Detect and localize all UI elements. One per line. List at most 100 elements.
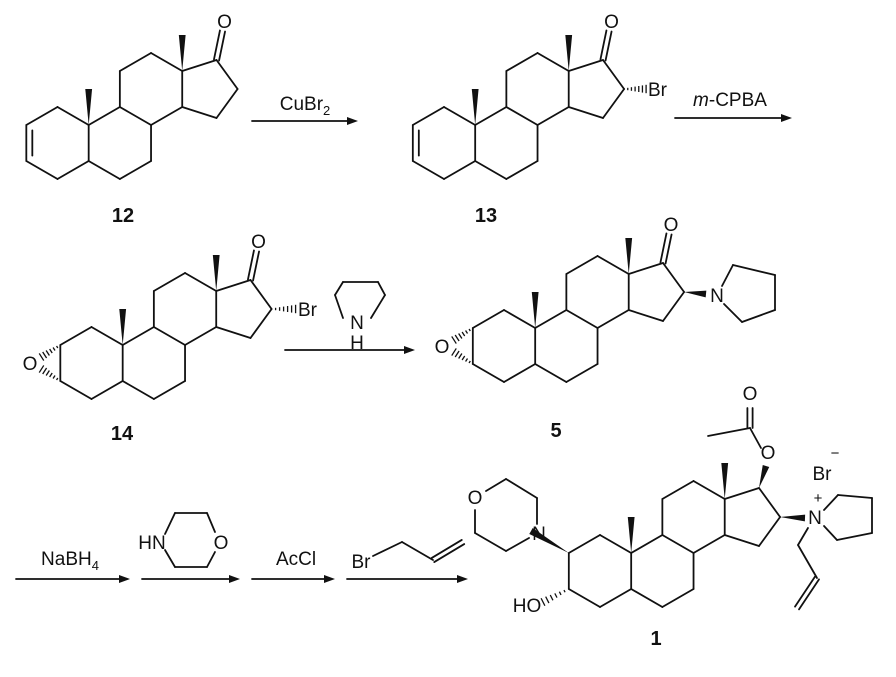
c1-c19-methyl-wedge [627, 517, 635, 553]
c5-ring-a-bond [471, 363, 505, 383]
c13-ring-b-bond [505, 160, 539, 180]
reagent-cubr2: CuBr2 [280, 94, 331, 118]
c5-ring-c-bond [565, 255, 599, 275]
c1-pyrrolidinium-bond [837, 494, 873, 499]
c5-ring-c-bond [596, 255, 630, 275]
c5-epoxide-hashed-bond [451, 336, 457, 344]
c5-ring-a-bond [471, 309, 505, 329]
c12-ring-a-bond [56, 160, 90, 180]
arrow-step6-head [324, 575, 335, 583]
c1-hydroxyl-hashed-bond [558, 591, 562, 596]
compound-label-14: 14 [111, 423, 134, 445]
c1-ring-b-bond [661, 534, 695, 554]
c5-pyrrolidine-nitrogen: N [710, 286, 724, 307]
c12-c18-methyl-wedge [178, 35, 186, 71]
reagent-mcpba-name: -CPBA [709, 90, 767, 111]
c12-ring-a-bond [25, 106, 59, 126]
c5-c18-methyl-wedge [625, 238, 633, 274]
c1-ring-a-bond [567, 534, 601, 554]
c14-epoxide-hashed-bond [42, 367, 48, 375]
c5-epoxide-hashed-bond [454, 350, 460, 358]
c13-ring-b-bond [474, 106, 508, 126]
c13-ring-c-bond [505, 52, 539, 72]
c12-ring-b-bond [118, 106, 152, 126]
c5-ring-a-bond [503, 363, 537, 383]
reagent-morpholine-bond [206, 551, 216, 568]
arrow-step2-head [781, 114, 792, 122]
reagent-pyrrolidine-bond [370, 294, 386, 319]
c14-ketone-double-bond [247, 249, 255, 281]
c14-ring-b-bond [152, 380, 186, 400]
c1-ammonium-nitrogen: N [808, 508, 822, 529]
c14-ring-c-bond [184, 272, 218, 292]
arrow-step7-head [457, 575, 468, 583]
c1-ring-b-bond [630, 534, 664, 554]
c14-ring-d-bond [215, 279, 252, 292]
c12-ring-a-bond [25, 160, 59, 180]
c14-bromine: Br [298, 300, 318, 321]
reagent-nabh4-main: NaBH [41, 549, 92, 570]
c5-epoxide-hashed-bond [458, 333, 463, 339]
c14-ring-b-bond [121, 380, 155, 400]
reagent-morpholine-bond [164, 512, 176, 535]
c1-acetate-carbonyl-oxygen: O [743, 384, 758, 405]
c14-ketone-oxygen: O [251, 232, 266, 253]
reagent-morpholine-bond [164, 549, 176, 568]
c12-ketone-oxygen: O [217, 12, 232, 33]
c14-ring-d-bond [215, 326, 252, 339]
reagent-allyl-bond [401, 541, 434, 561]
c13-ring-d-bond [567, 106, 604, 119]
c13-c18-methyl-wedge [565, 35, 573, 71]
c1-morpholine-nitrogen: N [532, 524, 546, 545]
c5-pyrrolidine-bond [721, 264, 734, 287]
c13-ring-b-bond [505, 106, 539, 126]
c12-ring-a-bond [56, 106, 90, 126]
c14-ring-d-bond [249, 279, 273, 310]
c1-pyrrolidinium-bond [823, 494, 839, 511]
c13-ring-a-bond [411, 160, 445, 180]
c1-acetate-bond [749, 427, 762, 449]
reagent-mcpba-prefix: m [693, 90, 709, 111]
reagent-pyrrolidine-n: N [350, 313, 364, 334]
c5-ring-b-bond [565, 309, 599, 329]
c1-ammonium-charge: + [814, 490, 823, 507]
c1-morpholine-bond [485, 478, 507, 492]
c13-ring-a-bond [443, 160, 477, 180]
c1-hydroxyl-hashed-bond [554, 593, 558, 598]
c1-c18-methyl-wedge [721, 463, 729, 499]
c13-ring-d-bond [602, 88, 625, 119]
c1-bromide-counterion: Br [813, 464, 833, 485]
c1-bromide-charge: − [831, 445, 840, 462]
c1-morpholine-wedge [529, 528, 569, 553]
c12-ring-c-bond [150, 52, 184, 72]
c5-ring-d-bond [627, 309, 664, 322]
c13-ketone-oxygen: O [604, 12, 619, 33]
c13-ring-a-bond [411, 106, 445, 126]
c14-epoxide-hashed-bond [42, 351, 48, 359]
c5-c19-methyl-wedge [531, 292, 539, 328]
c5-epoxide-hashed-bond [461, 355, 466, 361]
c5-ring-d-bond [662, 291, 685, 322]
reagent-pyrrolidine-bond [377, 281, 386, 296]
bonds-layer [15, 29, 873, 611]
arrow-step3-head [404, 346, 415, 354]
c1-ring-d-bond [758, 487, 781, 518]
c1-ring-d-bond [758, 516, 781, 547]
c14-ketone-double-bond [252, 250, 260, 282]
arrow-step5-head [229, 575, 240, 583]
c1-hydroxyl: HO [513, 596, 542, 617]
c5-ring-b-bond [565, 363, 599, 383]
c13-ring-a-bond [443, 106, 477, 126]
c14-ring-a-bond [59, 326, 93, 346]
reagent-nabh4: NaBH4 [41, 549, 99, 573]
c5-pyrrolidine-bond [741, 309, 776, 323]
c14-ring-a-bond [59, 380, 93, 400]
c13-c19-methyl-wedge [471, 89, 479, 125]
c5-pyrrolidine-bond [732, 264, 776, 276]
c5-epoxide-hashed-bond [468, 360, 471, 364]
arrow-step1-head [347, 117, 358, 125]
c5-pyrrolidine-bond [723, 303, 743, 323]
c5-ring-b-bond [534, 309, 568, 329]
c5-epoxide-hashed-bond [465, 358, 469, 362]
